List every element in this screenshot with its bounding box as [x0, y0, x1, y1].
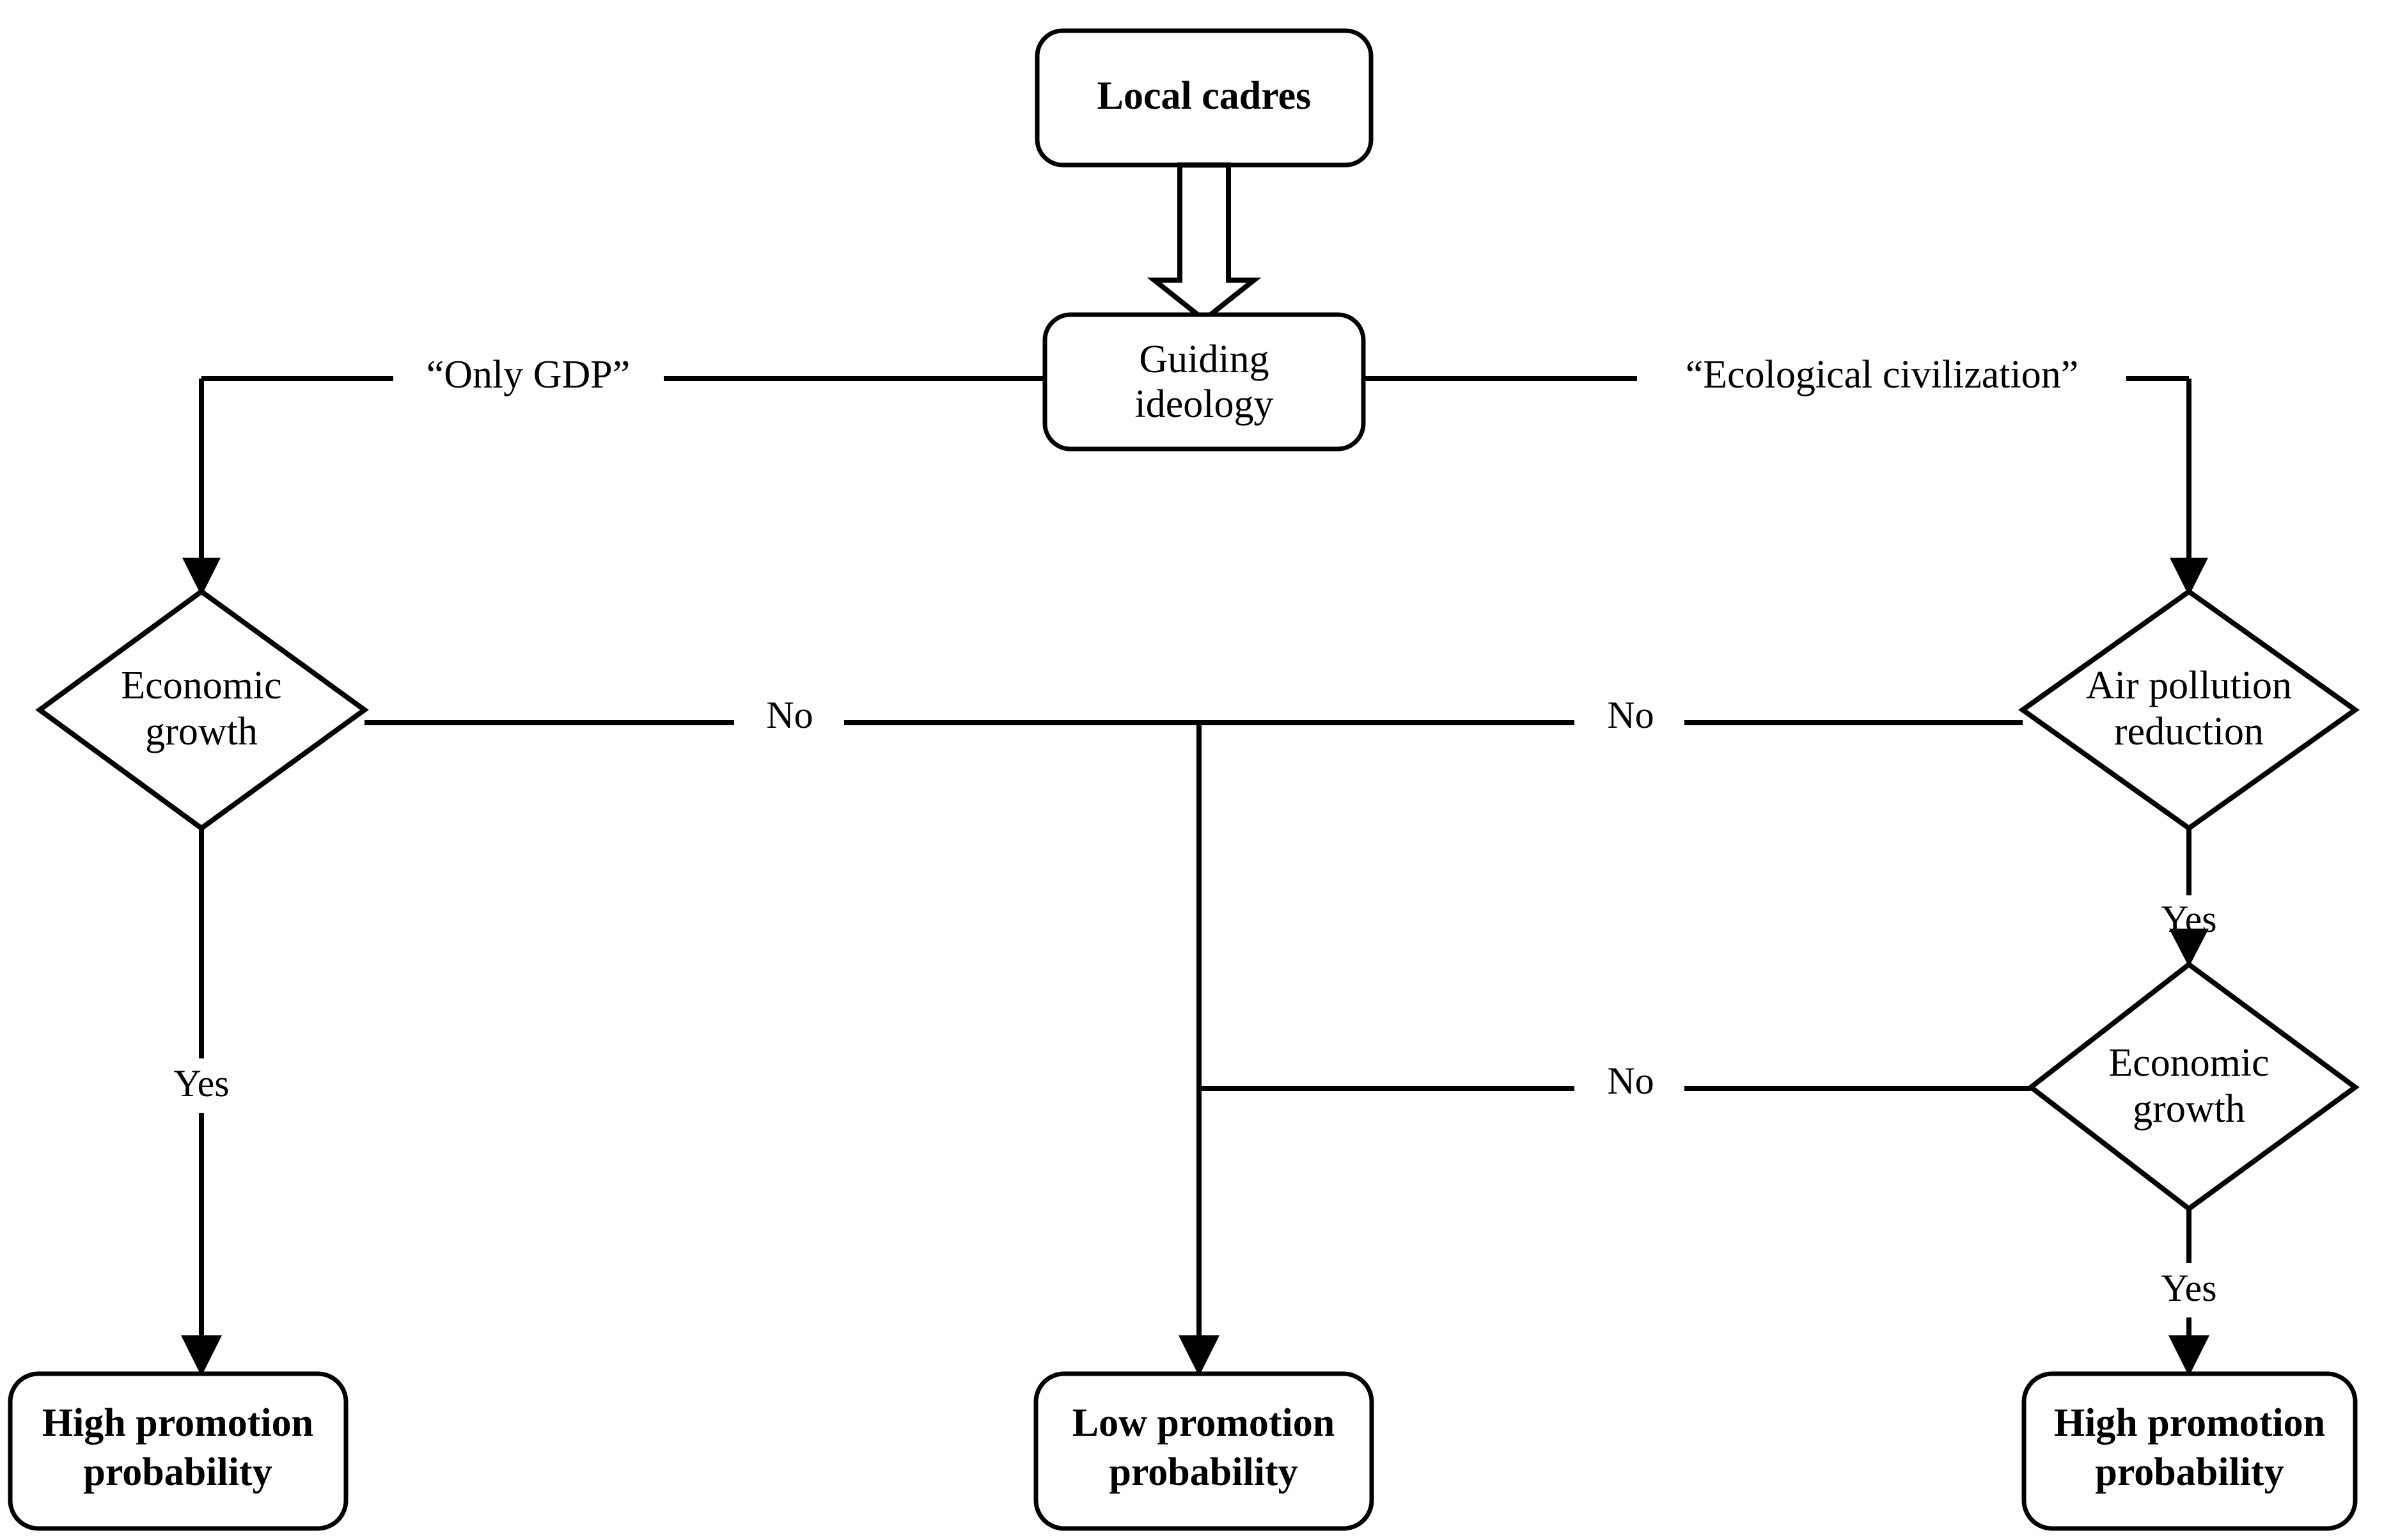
node-high-promotion-left-label-line1: High promotion — [42, 1401, 313, 1445]
node-local-cadres-label: Local cadres — [1097, 74, 1312, 118]
node-guiding-ideology[interactable] — [1042, 312, 1366, 452]
node-high-promotion-right[interactable] — [2021, 1371, 2358, 1531]
edge-label-yes-right-lower: Yes — [2161, 1267, 2216, 1309]
node-economic-growth-right-label-line1: Economic — [2108, 1041, 2269, 1085]
edge-label-no-lower: No — [1607, 1060, 1654, 1102]
node-economic-growth-left-label-line1: Economic — [121, 664, 281, 707]
node-air-pollution-reduction-label-line2: reduction — [2114, 710, 2264, 753]
node-guiding-ideology-label-line2: ideology — [1135, 382, 1274, 426]
node-economic-growth-right-label-line2: growth — [2133, 1087, 2245, 1131]
arrowhead-to-low-promotion-icon — [1179, 1335, 1219, 1376]
node-high-promotion-left[interactable] — [8, 1371, 349, 1531]
node-economic-growth-right[interactable] — [2026, 961, 2360, 1212]
arrowhead-to-air-pollution-reduction-icon — [2170, 558, 2208, 596]
edge-label-no-right: No — [1607, 694, 1654, 736]
arrowhead-to-high-promotion-left-icon — [181, 1335, 222, 1376]
node-air-pollution-reduction-label-line1: Air pollution — [2086, 664, 2292, 707]
edge-label-yes-left: Yes — [173, 1062, 229, 1104]
node-high-promotion-right-label-line1: High promotion — [2054, 1401, 2325, 1445]
node-low-promotion-center-label-line1: Low promotion — [1072, 1401, 1335, 1445]
node-low-promotion-center[interactable] — [1033, 1371, 1374, 1531]
edge-label-ecological-civilization: “Ecological civilization” — [1686, 353, 2079, 397]
node-guiding-ideology-label-line1: Guiding — [1139, 338, 1269, 381]
edge-label-no-left: No — [766, 694, 813, 736]
node-high-promotion-left-label-line2: probability — [83, 1450, 272, 1494]
node-economic-growth-left-label-line2: growth — [145, 710, 258, 753]
block-arrow-down-icon — [1147, 162, 1262, 324]
arrowhead-to-high-promotion-right-icon — [2168, 1335, 2209, 1376]
node-low-promotion-center-label-line2: probability — [1109, 1450, 1297, 1494]
arrowhead-to-economic-growth-right-icon — [2169, 929, 2209, 967]
arrowhead-to-economic-growth-left-icon — [182, 558, 221, 596]
edge-label-only-gdp: “Only GDP” — [427, 353, 631, 397]
node-high-promotion-right-label-line2: probability — [2095, 1450, 2284, 1494]
